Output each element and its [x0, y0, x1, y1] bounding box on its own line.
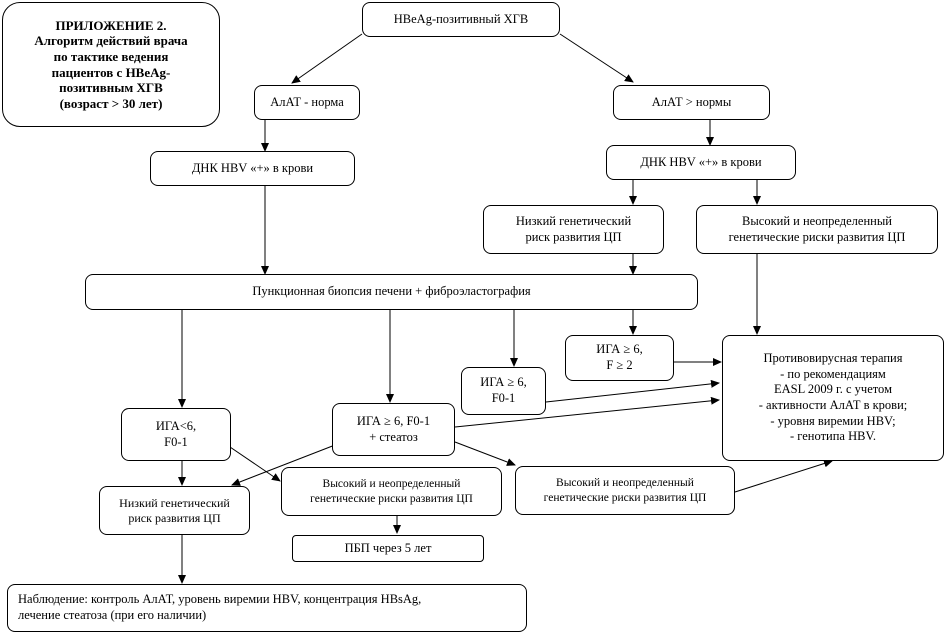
node-alt-above-normal-label: АлАТ > нормы [651, 94, 732, 109]
node-low-genetic-risk-bottom: Низкий генетический риск развития ЦП [99, 486, 250, 535]
node-alt-normal: АлАТ - норма [254, 85, 360, 120]
appendix-title-box: ПРИЛОЖЕНИЕ 2. Алгоритм действий врача по… [2, 2, 220, 127]
arrow-hbeag-to-alt-above [559, 33, 634, 83]
node-alt-normal-label: АлАТ - норма [270, 94, 344, 109]
node-dna-hbv-right-label: ДНК HBV «+» в крови [640, 154, 762, 169]
node-alt-above-normal: АлАТ > нормы [613, 85, 770, 120]
node-iga-less-6: ИГА<6, F0-1 [121, 408, 231, 461]
node-iga-f2: ИГА ≥ 6, F ≥ 2 [565, 335, 674, 381]
node-iga-steatosis: ИГА ≥ 6, F0-1 + стеатоз [332, 403, 455, 456]
node-high-genetic-risk-top: Высокий и неопределенный генетические ри… [696, 205, 938, 254]
node-antiviral-therapy: Противовирусная терапия - по рекомендаци… [722, 335, 944, 461]
node-pbp-5-years: ПБП через 5 лет [292, 535, 484, 562]
node-dna-hbv-left: ДНК HBV «+» в крови [150, 151, 355, 186]
node-dna-hbv-right: ДНК HBV «+» в крови [606, 145, 796, 180]
arrow-steatosis-to-therapy [454, 396, 720, 428]
arrow-high-risk-right-to-therapy [734, 459, 833, 493]
node-iga-f01-label: ИГА ≥ 6, F0-1 [480, 375, 527, 405]
node-low-genetic-risk-bottom-label: Низкий генетический риск развития ЦП [119, 495, 230, 525]
node-observation-label: Наблюдение: контроль АлАТ, уровень вирем… [18, 592, 422, 622]
arrow-iga-lt6-to-high-risk-mid [229, 446, 281, 482]
node-pbp-5-years-label: ПБП через 5 лет [344, 540, 432, 555]
appendix-title: ПРИЛОЖЕНИЕ 2. Алгоритм действий врача по… [34, 17, 188, 111]
arrow-steatosis-to-high-risk-right [454, 441, 516, 466]
node-hbeag-positive: HBeAg-позитивный ХГВ [362, 2, 560, 37]
node-dna-hbv-left-label: ДНК HBV «+» в крови [191, 160, 314, 175]
node-high-genetic-risk-mid: Высокий и неопределенный генетические ри… [281, 467, 502, 516]
node-iga-steatosis-label: ИГА ≥ 6, F0-1 + стеатоз [356, 413, 431, 444]
node-antiviral-therapy-label: Противовирусная терапия - по рекомендаци… [758, 351, 908, 444]
node-iga-less-6-label: ИГА<6, F0-1 [155, 418, 197, 449]
node-high-genetic-risk-right: Высокий и неопределенный генетические ри… [515, 466, 735, 515]
node-high-genetic-risk-mid-label: Высокий и неопределенный генетические ри… [310, 478, 473, 505]
arrow-hbeag-to-alt-norm [291, 33, 363, 84]
node-high-genetic-risk-right-label: Высокий и неопределенный генетические ри… [543, 477, 707, 504]
arrow-iga-f01-to-therapy [545, 379, 720, 403]
node-hbeag-positive-label: HBeAg-позитивный ХГВ [393, 11, 529, 26]
node-low-genetic-risk-top: Низкий генетический риск развития ЦП [483, 205, 664, 254]
node-liver-biopsy-label: Пункционная биопсия печени + фиброэласто… [252, 284, 531, 299]
node-liver-biopsy: Пункционная биопсия печени + фиброэласто… [85, 274, 698, 310]
arrow-steatosis-to-low-risk [231, 444, 336, 486]
node-low-genetic-risk-top-label: Низкий генетический риск развития ЦП [515, 213, 632, 244]
node-iga-f01: ИГА ≥ 6, F0-1 [461, 367, 546, 415]
node-high-genetic-risk-top-label: Высокий и неопределенный генетические ри… [728, 213, 906, 244]
node-observation: Наблюдение: контроль АлАТ, уровень вирем… [7, 584, 527, 632]
node-iga-f2-label: ИГА ≥ 6, F ≥ 2 [596, 342, 643, 372]
